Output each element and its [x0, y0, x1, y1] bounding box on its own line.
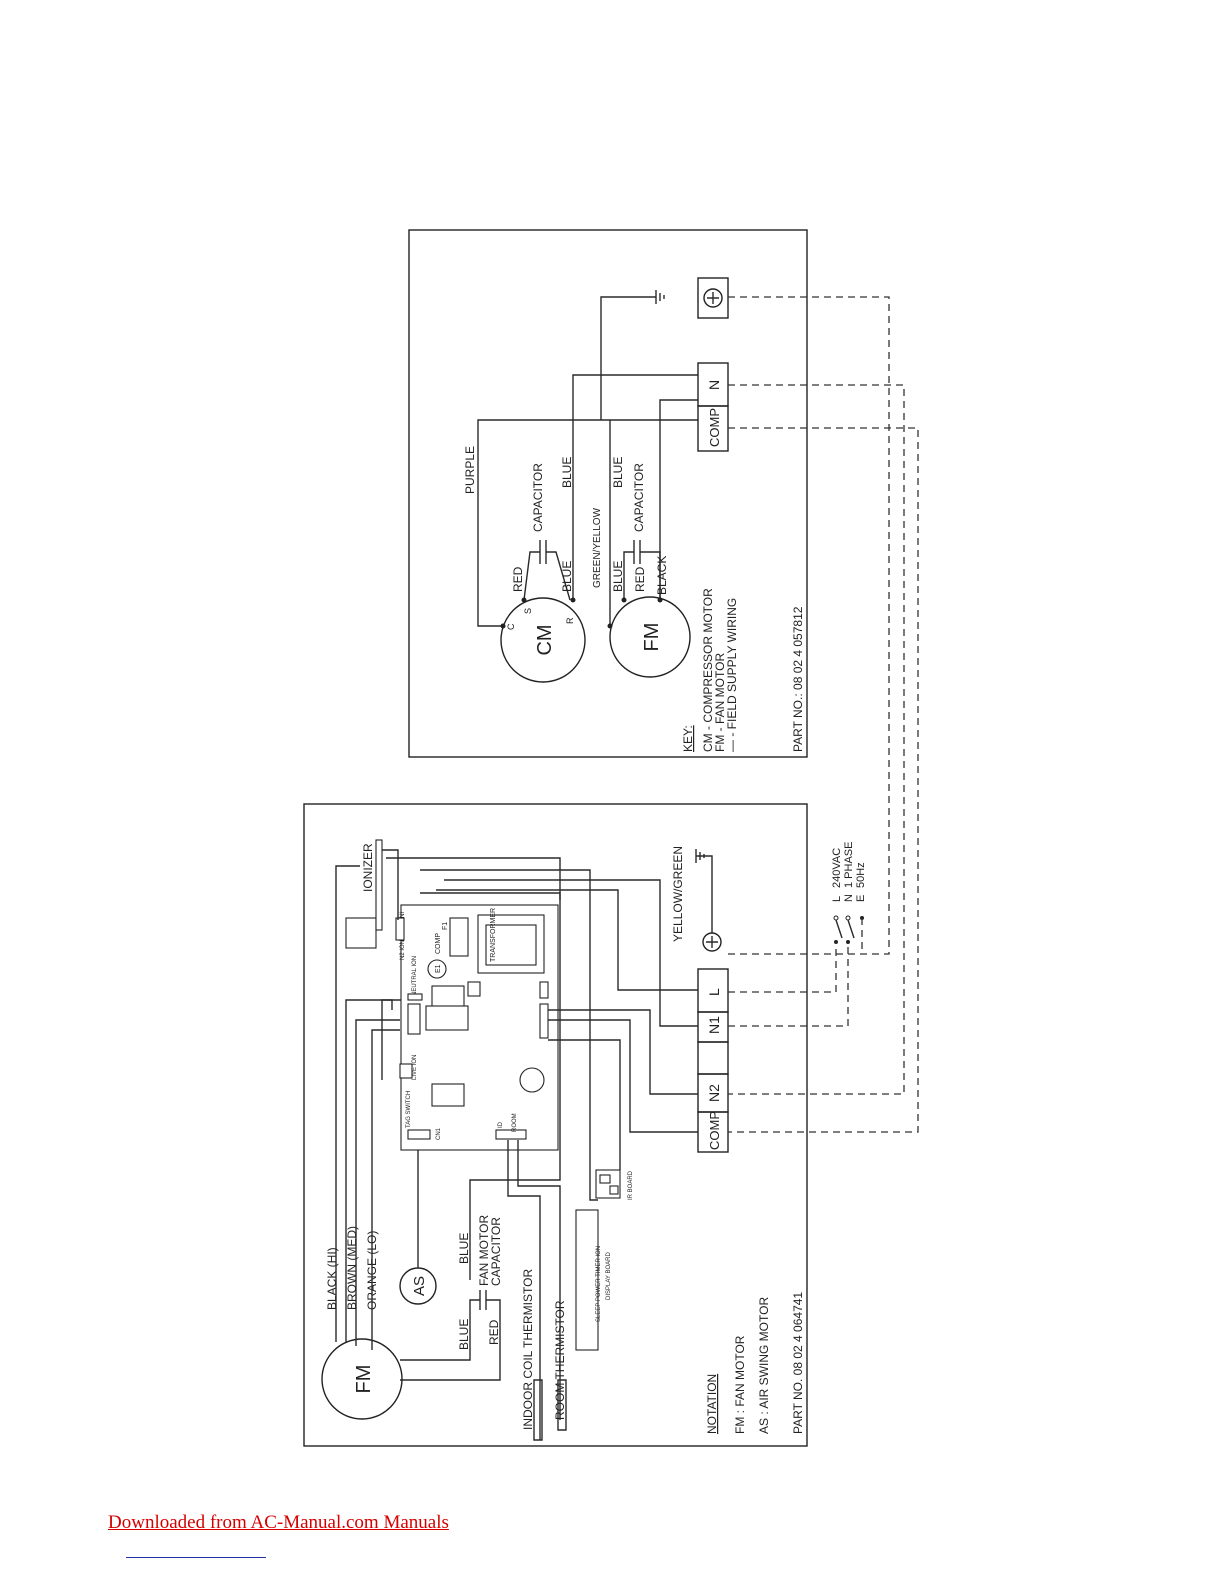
- purple-wire-label: PURPLE: [463, 446, 477, 494]
- display-board-keys: SLEEP POWER TIMER ION: [596, 1246, 602, 1322]
- supply-switch-icon: [833, 915, 864, 944]
- transformer-label: TRANSFORMER: [490, 908, 497, 962]
- cn1-connector: [407, 1129, 431, 1140]
- live-ion-label: LIVE ION: [412, 1055, 418, 1080]
- terminal-s-label: S: [523, 608, 533, 614]
- ionizer-label: IONIZER: [361, 843, 375, 892]
- green-yellow-wire-label: GREEN/YELLOW: [592, 507, 603, 588]
- ir-board-label: IR BOARD: [628, 1170, 634, 1200]
- key-line-fm: FM - FAN MOTOR: [713, 653, 727, 752]
- blue-wire-label-b: BLUE: [457, 1233, 471, 1264]
- electrolytic-e1: [427, 959, 447, 979]
- indoor-diagram-frame: [303, 803, 808, 1447]
- fan-motor-capacitor-label-2: CAPACITOR: [489, 1217, 503, 1286]
- supply-l-label: L: [831, 896, 843, 902]
- footer-divider: [126, 1557, 266, 1558]
- outdoor-fan-motor-symbol: [609, 596, 691, 678]
- neutral-ion-label: NEUTRAL ION: [412, 956, 418, 996]
- notation-fm: FM : FAN MOTOR: [733, 1335, 747, 1434]
- outdoor-diagram-frame: [408, 229, 808, 758]
- yellow-green-wire-label: YELLOW/GREEN: [671, 846, 685, 942]
- e1-label: E1: [435, 964, 442, 973]
- red-wire-label-2: RED: [633, 566, 647, 592]
- upper-part-number: PART NO.: 08 02 4 057812: [791, 606, 805, 752]
- supply-n-label: N: [843, 894, 855, 902]
- tag-switch-label: TAG SWITCH: [406, 1091, 412, 1128]
- notation-title: NOTATION: [705, 1374, 719, 1434]
- field-supply-wiring: [724, 296, 919, 1133]
- fan-motor-capacitor-label-1: FAN MOTOR: [477, 1215, 491, 1286]
- buzzer: [519, 1067, 545, 1093]
- black-wire-label: BLACK: [655, 556, 669, 595]
- notation-as: AS : AIR SWING MOTOR: [757, 1297, 771, 1434]
- capacitor-label-1: CAPACITOR: [531, 463, 545, 532]
- fuse-f1: [449, 917, 469, 957]
- display-board: [575, 1209, 599, 1351]
- brown-med-label: BROWN (MED): [345, 1226, 359, 1310]
- indoor-terminal-l-label: L: [706, 988, 722, 996]
- indoor-fan-motor-symbol: [321, 1338, 403, 1420]
- blue-wire-label-3: BLUE: [611, 457, 625, 488]
- blue-wire-label-a: BLUE: [457, 1319, 471, 1350]
- ionizer-module: [345, 917, 377, 949]
- terminal-c-label: C: [506, 623, 516, 630]
- outdoor-terminal-n-label: N: [706, 380, 722, 390]
- outdoor-fan-motor-label: FM: [641, 623, 663, 652]
- display-board-label: DISPLAY BOARD: [606, 1252, 612, 1300]
- outdoor-terminal-comp-label: COMP: [707, 408, 722, 447]
- indoor-wiring-diagram: FM AS BLACK (HI) BROWN (MED) ORANGE (LO)…: [303, 803, 867, 1447]
- room-thermistor-label: ROOM THERMISTOR: [553, 1300, 567, 1420]
- key-line-cm: CM - COMPRESSOR MOTOR: [701, 588, 715, 752]
- capacitor-label-2: CAPACITOR: [632, 463, 646, 532]
- indoor-coil-thermistor-label: INDOOR COIL THERMISTOR: [521, 1269, 535, 1430]
- outdoor-wiring-diagram: CM C S R FM PURPLE BLUE CAPACITOR RED BL…: [408, 229, 808, 758]
- terminal-r-label: R: [565, 617, 575, 624]
- ni-label: NI: [400, 912, 406, 918]
- lower-part-number: PART NO. 08 02 4 064741: [791, 1292, 805, 1434]
- n2-ion-label: N2 ION: [400, 940, 406, 960]
- blue-wire-label-4: BLUE: [611, 561, 625, 592]
- red-wire-label-1: RED: [511, 566, 525, 592]
- air-swing-motor-label: AS: [411, 1276, 428, 1296]
- key-line-field: — - FIELD SUPPLY WIRING: [725, 598, 739, 752]
- indoor-notation: NOTATION FM : FAN MOTOR AS : AIR SWING M…: [705, 1292, 805, 1434]
- indoor-terminal-n1-label: N1: [706, 1016, 722, 1034]
- blue-wire-label-1: BLUE: [560, 457, 574, 488]
- indoor-terminal-blank: [697, 1041, 729, 1075]
- download-source-link[interactable]: Downloaded from AC-Manual.com Manuals: [108, 1512, 449, 1533]
- thermistor-connector: [495, 1129, 527, 1140]
- compressor-motor-symbol: [500, 597, 586, 683]
- blue-wire-label-2: BLUE: [560, 561, 574, 592]
- indoor-fan-motor-label: FM: [353, 1365, 375, 1394]
- indoor-terminal-comp-label: COMP: [707, 1111, 722, 1150]
- outdoor-earth-terminal: [697, 277, 729, 319]
- compressor-motor-label: CM: [534, 624, 556, 655]
- fuse-f1-label: F1: [442, 922, 449, 930]
- id-connector-label: ID: [498, 1121, 504, 1128]
- pcb-comp-relay-label: COMP: [435, 933, 442, 954]
- supply-voltage-label: 240VAC: [831, 848, 843, 888]
- supply-e-label: E: [855, 895, 867, 902]
- cn1-label: CN1: [436, 1127, 442, 1140]
- supply-phase-label: 1 PHASE: [843, 842, 855, 888]
- supply-frequency-label: 50Hz: [855, 862, 867, 888]
- room-connector-label: ROOM: [512, 1113, 518, 1132]
- red-wire-label: RED: [487, 1319, 501, 1345]
- black-hi-label: BLACK (HI): [325, 1247, 339, 1310]
- indoor-terminal-n2-label: N2: [706, 1084, 722, 1102]
- key-title: KEY:: [681, 725, 695, 752]
